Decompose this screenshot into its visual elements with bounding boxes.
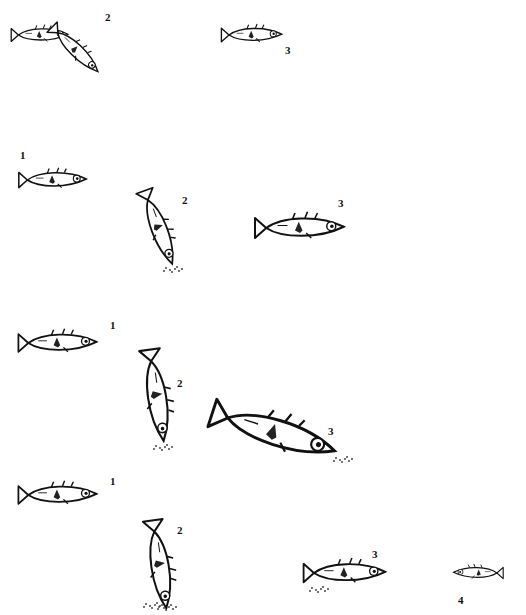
callout-number: 1 <box>110 476 116 487</box>
callout-number: 2 <box>182 195 188 206</box>
callout-number: 2 <box>177 525 183 536</box>
callout-number: 3 <box>372 549 378 560</box>
callout-number: 1 <box>20 150 26 161</box>
callout-number: 4 <box>458 595 464 606</box>
callout-number: 3 <box>338 198 344 209</box>
callout-number: 2 <box>105 12 111 23</box>
callout-number: 2 <box>177 378 183 389</box>
callout-number: 3 <box>328 426 334 437</box>
callout-number: 3 <box>285 45 291 56</box>
callout-number: 1 <box>110 320 116 331</box>
